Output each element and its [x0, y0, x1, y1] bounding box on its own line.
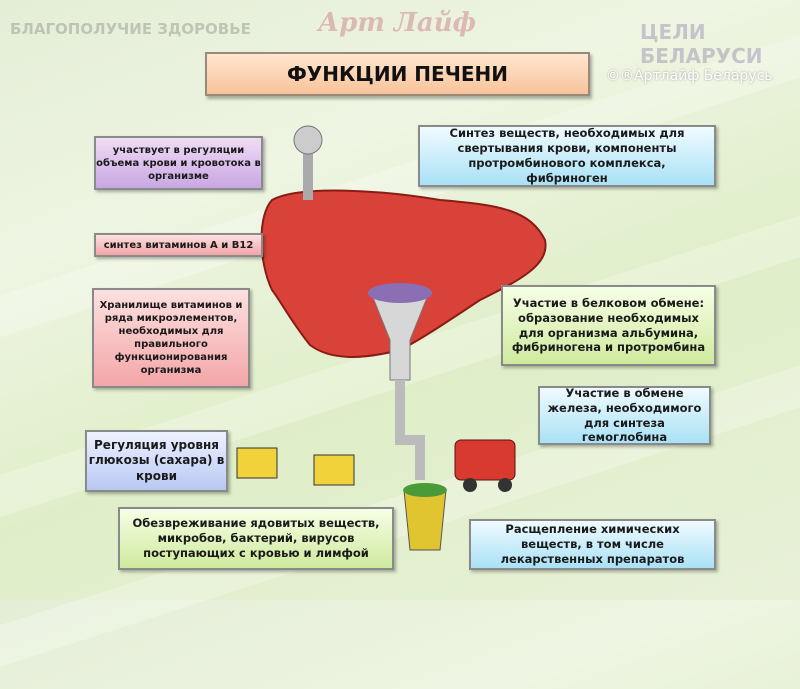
function-box: Хранилище витаминов и ряда микроэлементо…	[92, 288, 250, 388]
pipe	[395, 380, 425, 480]
copyright: ©®Артлайф Беларусь	[606, 68, 773, 84]
box-icon	[236, 447, 278, 479]
function-box: участвует в регуляции объема крови и кро…	[94, 136, 263, 190]
function-box: Обезвреживание ядовитых веществ, микробо…	[118, 507, 394, 570]
function-box: Расщепление химических веществ, в том чи…	[469, 519, 716, 570]
function-box: Участие в обмене железа, необходимого дл…	[538, 386, 711, 445]
bucket-icon	[403, 489, 447, 551]
logo-right: ЦЕЛИ БЕЛАРУСИ	[640, 20, 763, 68]
function-box: Синтез веществ, необходимых для свертыва…	[418, 125, 716, 187]
box-icon	[313, 454, 355, 486]
logo-center: Арт Лайф	[318, 8, 477, 38]
function-box: Участие в белковом обмене: образование н…	[501, 285, 716, 366]
function-box: синтез витаминов А и В12	[94, 233, 263, 257]
truck-icon	[454, 439, 516, 481]
funnel-beads	[368, 283, 432, 303]
function-box: Регуляция уровня глюкозы (сахара) в кров…	[85, 430, 228, 492]
liver-shape	[260, 189, 547, 358]
logo-left: БЛАГОПОЛУЧИЕ ЗДОРОВЬЕ	[10, 20, 251, 38]
liver-illustration	[236, 125, 547, 551]
valve-icon	[293, 125, 323, 155]
page-title: ФУНКЦИИ ПЕЧЕНИ	[205, 52, 590, 96]
